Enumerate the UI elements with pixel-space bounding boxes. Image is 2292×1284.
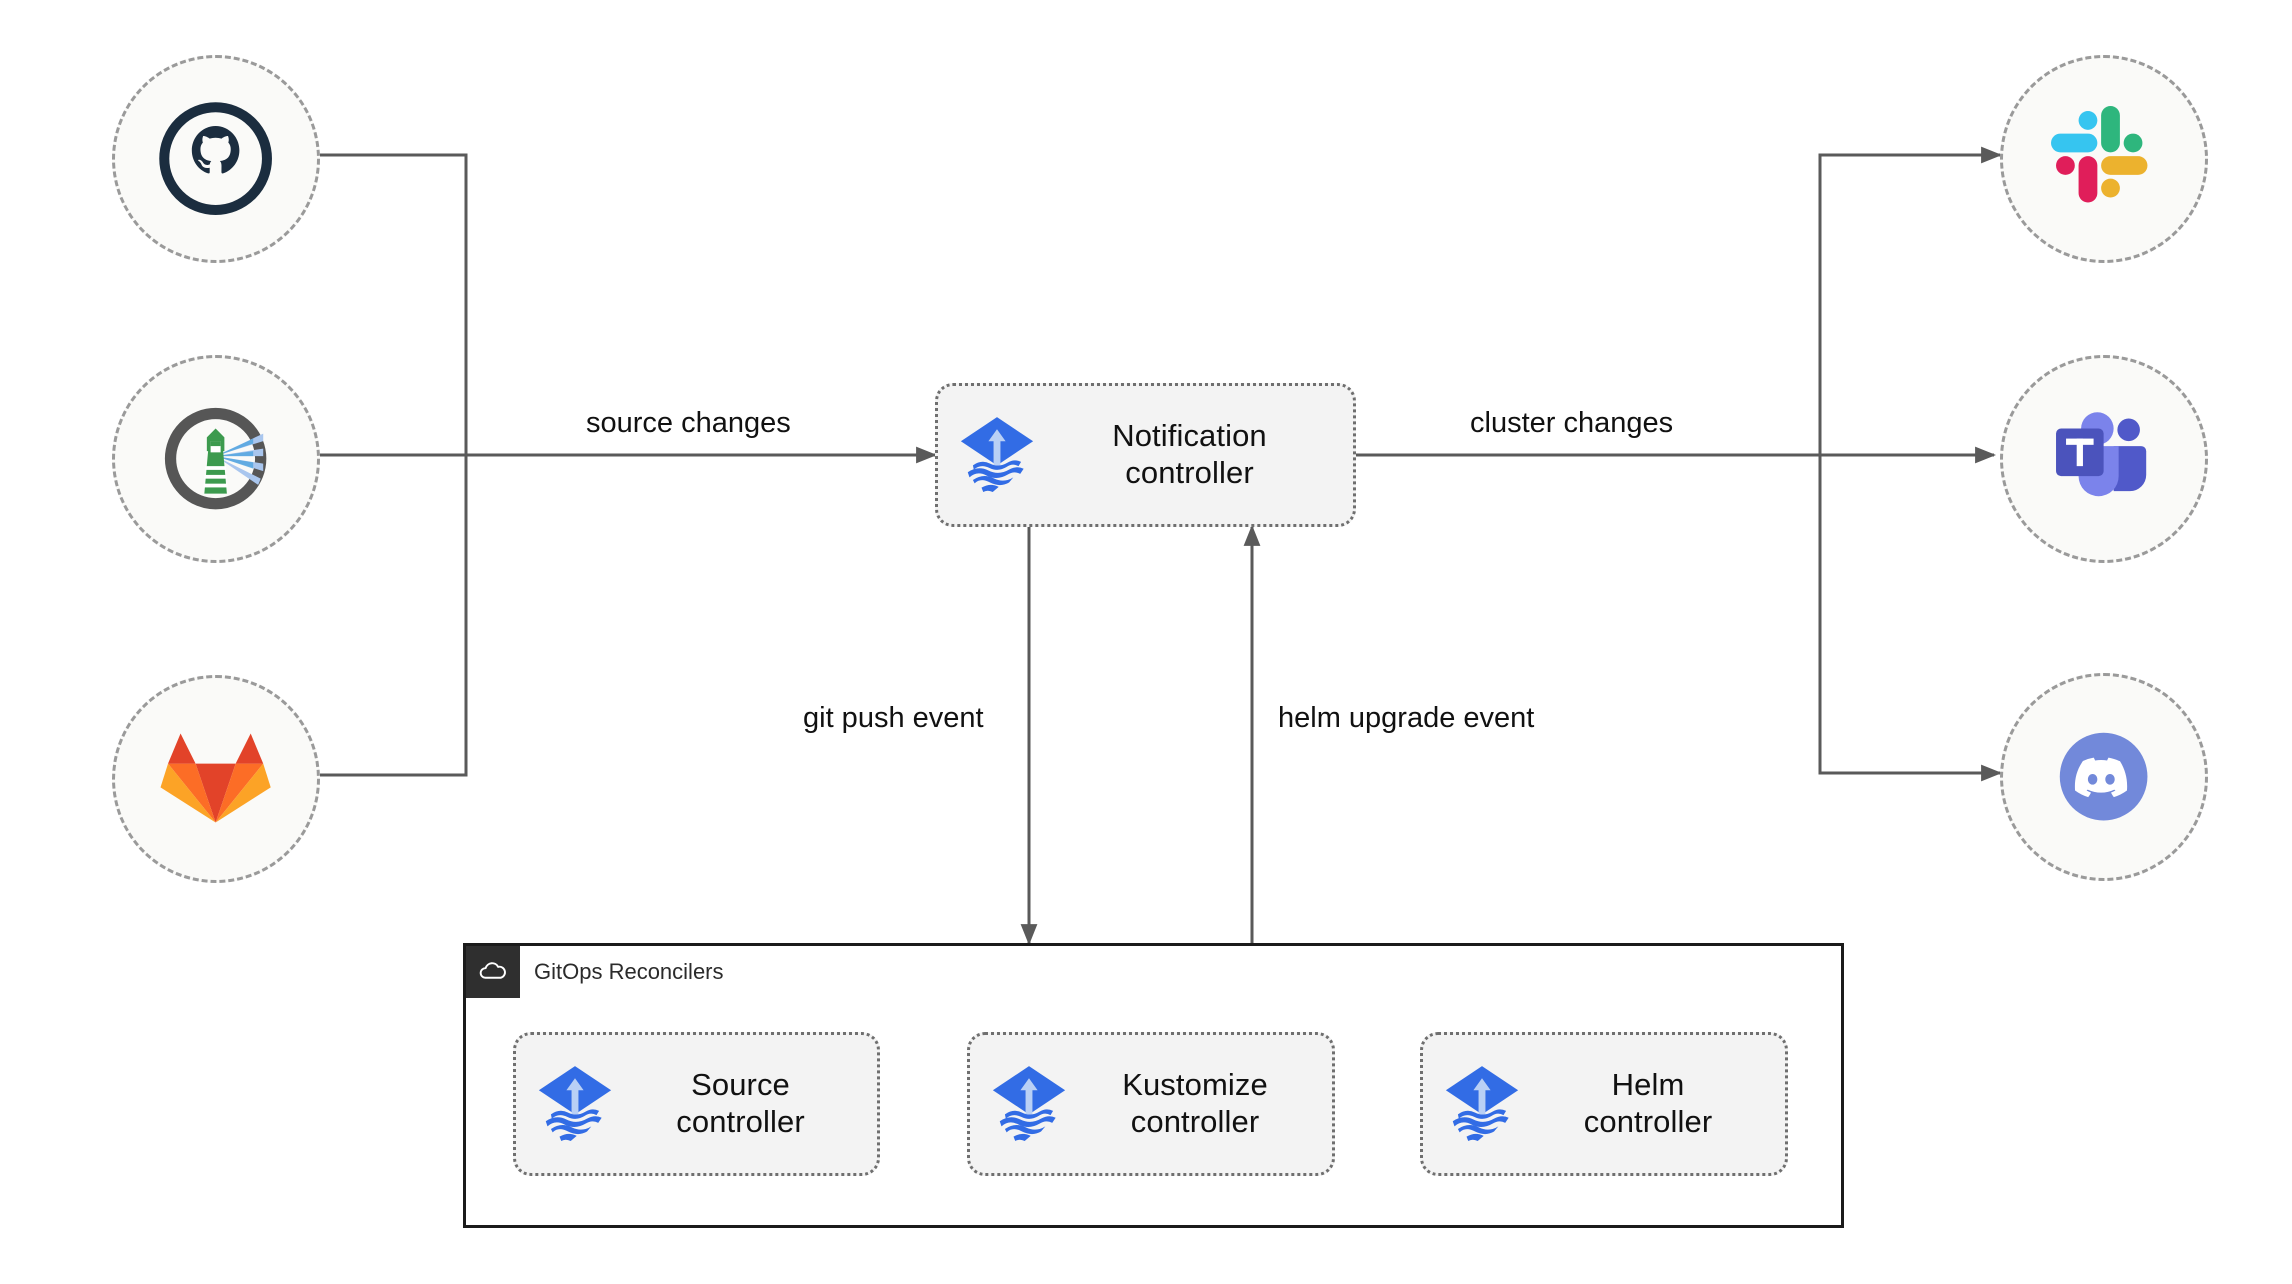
flux-lighthouse-icon [153,396,278,521]
notification-controller-line2: controller [1125,455,1254,490]
gitops-reconcilers-header: GitOps Reconcilers [466,946,724,998]
source-controller-label: Source controller [626,1067,861,1140]
notification-controller-box[interactable]: Notification controller [935,383,1356,527]
kustomize-controller-label: Kustomize controller [1080,1067,1316,1140]
destination-node-slack[interactable] [2000,55,2208,263]
gitlab-icon [153,716,278,841]
kustomize-controller-box[interactable]: Kustomize controller [967,1032,1335,1176]
wire-gitlab-to-bus [320,455,468,777]
source-controller-box[interactable]: Source controller [513,1032,880,1176]
destination-node-discord[interactable] [2000,673,2208,881]
flux-logo-icon [954,412,1040,498]
edge-label-git-push-event: git push event [795,700,992,737]
kustomize-controller-line2: controller [1130,1104,1260,1139]
helm-controller-box[interactable]: Helm controller [1420,1032,1788,1176]
cloud-icon [466,946,520,998]
source-node-github[interactable] [112,55,320,263]
source-controller-line2: controller [676,1104,805,1139]
kustomize-controller-line1: Kustomize [1122,1067,1268,1103]
destination-node-teams[interactable] [2000,355,2208,563]
edge-label-source-changes: source changes [578,405,799,442]
github-icon [153,96,278,221]
source-node-gitlab[interactable] [112,675,320,883]
source-node-flux[interactable] [112,355,320,563]
gitops-reconcilers-title: GitOps Reconcilers [534,959,724,984]
flux-logo-icon [986,1061,1072,1147]
edge-label-cluster-changes: cluster changes [1462,405,1682,442]
notification-controller-label: Notification controller [1048,418,1337,491]
source-controller-line1: Source [691,1067,790,1103]
wire-bus-to-slack [1818,146,2003,455]
discord-icon [2041,714,2166,839]
flux-logo-icon [1439,1061,1525,1147]
slack-icon [2041,96,2166,221]
microsoft-teams-icon [2041,396,2166,521]
flux-logo-icon [532,1061,618,1147]
helm-controller-line1: Helm [1611,1067,1685,1103]
helm-controller-line2: controller [1583,1104,1713,1139]
wire-bus-to-discord [1818,455,2003,782]
wire-github-to-bus [320,153,468,455]
edge-label-helm-upgrade-event: helm upgrade event [1270,700,1543,737]
notification-controller-line1: Notification [1112,418,1267,454]
helm-controller-label: Helm controller [1533,1067,1769,1140]
